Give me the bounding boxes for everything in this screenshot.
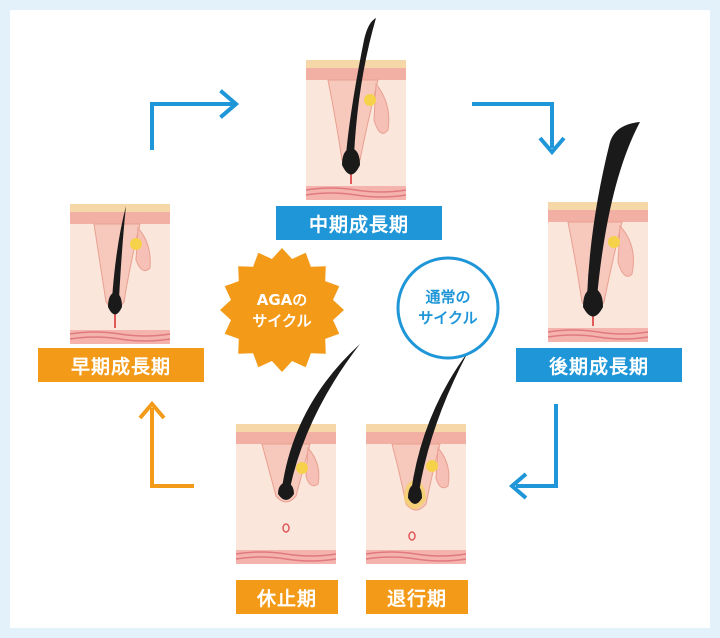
normal-cycle-badge [396, 256, 500, 360]
aga-cycle-badge [220, 248, 344, 372]
aga-cycle-text: AGAの サイクル [252, 291, 312, 330]
hair-illustration-regression [365, 352, 468, 565]
label-late-growth: 後期成長期 [516, 348, 682, 382]
hair-illustration-resting [235, 344, 360, 565]
arrow-to-late-growth [472, 102, 566, 156]
arrow-to-mid-growth [150, 89, 240, 150]
label-mid-growth: 中期成長期 [276, 206, 442, 240]
arrow-to-early-growth [138, 400, 194, 488]
normal-cycle-text: 通常の サイクル [418, 288, 478, 327]
hair-illustration-mid-growth [305, 18, 407, 201]
hair-illustration-late-growth [547, 122, 649, 343]
label-early-growth: 早期成長期 [38, 348, 204, 382]
label-resting: 休止期 [236, 580, 338, 614]
label-regression: 退行期 [366, 580, 468, 614]
hair-illustration-early-growth [69, 203, 171, 345]
arrow-to-regression [508, 404, 558, 500]
